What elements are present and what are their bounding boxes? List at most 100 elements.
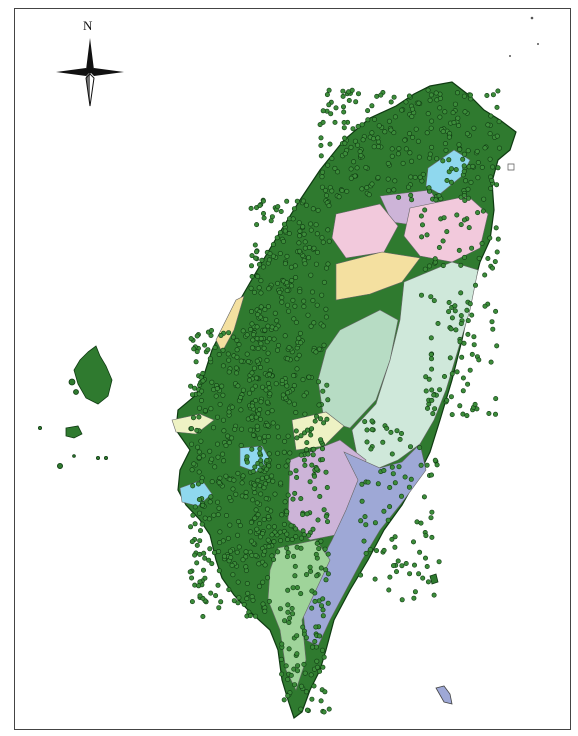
dot-marker	[366, 192, 372, 198]
dot-marker	[294, 585, 300, 591]
dot-marker	[244, 332, 250, 338]
dot-marker	[381, 547, 387, 553]
dot-marker	[300, 512, 306, 518]
dot-marker	[319, 174, 325, 180]
dot-marker	[395, 558, 401, 564]
dot-marker	[275, 549, 281, 555]
dot-marker	[250, 468, 256, 474]
dot-marker	[194, 349, 200, 355]
dot-marker	[318, 565, 324, 571]
dot-marker	[192, 385, 198, 391]
dot-marker	[200, 370, 206, 376]
dot-marker	[217, 540, 223, 546]
dot-marker	[303, 572, 309, 578]
dot-marker	[216, 480, 222, 486]
dot-marker	[286, 619, 292, 625]
dot-marker	[399, 597, 405, 603]
dot-marker	[406, 131, 412, 137]
dot-marker	[325, 261, 331, 267]
dot-marker	[266, 371, 272, 377]
dot-marker	[283, 663, 289, 669]
dot-marker	[320, 108, 326, 114]
dot-marker	[389, 451, 395, 457]
dot-marker	[464, 413, 470, 419]
dot-marker	[225, 351, 231, 357]
dot-marker	[251, 332, 257, 338]
dot-marker	[314, 231, 320, 237]
dot-marker	[317, 416, 323, 422]
dot-marker	[323, 314, 329, 320]
dot-marker	[253, 255, 259, 261]
dot-marker	[292, 682, 298, 688]
dot-marker	[220, 451, 226, 457]
dot-marker	[296, 352, 302, 358]
dot-marker	[296, 240, 302, 246]
dot-marker	[387, 574, 393, 580]
dot-marker	[474, 148, 480, 154]
dot-marker	[317, 493, 323, 499]
dot-marker	[369, 427, 375, 433]
dot-marker	[406, 484, 412, 490]
dot-marker	[226, 409, 232, 415]
dot-marker	[490, 326, 496, 332]
dot-marker	[424, 462, 430, 468]
dot-marker	[226, 330, 232, 336]
dot-marker	[465, 381, 471, 387]
dot-marker	[399, 563, 405, 569]
dot-marker	[482, 272, 488, 278]
dot-marker	[189, 441, 195, 447]
dot-marker	[272, 310, 278, 316]
dot-marker	[227, 522, 233, 528]
dot-marker	[298, 452, 304, 458]
dot-marker	[223, 442, 229, 448]
dot-marker	[321, 279, 327, 285]
dot-marker	[233, 365, 239, 371]
dot-marker	[294, 651, 300, 657]
dot-marker	[412, 174, 418, 180]
dot-marker	[386, 188, 392, 194]
dot-marker	[260, 198, 266, 204]
dot-marker	[257, 203, 263, 209]
dot-marker	[341, 109, 347, 115]
dot-marker	[352, 138, 358, 144]
dot-marker	[428, 351, 434, 357]
dot-marker	[249, 263, 255, 269]
dot-marker	[410, 539, 416, 545]
dot-marker	[364, 427, 370, 433]
dot-marker	[277, 251, 283, 257]
dot-marker	[293, 468, 299, 474]
dot-marker	[187, 569, 193, 575]
dot-marker	[278, 656, 284, 662]
dot-marker	[314, 249, 320, 255]
dot-marker	[428, 92, 434, 98]
dot-marker	[282, 499, 288, 505]
dot-marker	[235, 470, 241, 476]
dot-marker	[302, 411, 308, 417]
dot-marker	[309, 588, 315, 594]
dot-marker	[389, 153, 395, 159]
dot-marker	[326, 706, 332, 712]
dot-marker	[236, 595, 242, 601]
dot-marker	[287, 450, 293, 456]
dot-marker	[460, 375, 466, 381]
dot-marker	[408, 476, 414, 482]
dot-marker	[389, 536, 395, 542]
dot-marker	[249, 594, 255, 600]
dot-marker	[458, 262, 464, 268]
dot-marker	[192, 504, 198, 510]
dot-marker	[344, 188, 350, 194]
dot-marker	[304, 511, 310, 517]
dot-marker	[392, 114, 398, 120]
dot-marker	[350, 126, 356, 132]
dot-marker	[249, 538, 255, 544]
dot-marker	[323, 265, 329, 271]
dot-marker	[228, 548, 234, 554]
dot-marker	[476, 255, 482, 261]
dot-marker	[495, 88, 501, 94]
dot-marker	[462, 109, 468, 115]
dot-marker	[441, 215, 447, 221]
dot-marker	[396, 464, 402, 470]
dot-marker	[269, 473, 275, 479]
dot-marker	[418, 213, 424, 219]
dot-marker	[254, 375, 260, 381]
